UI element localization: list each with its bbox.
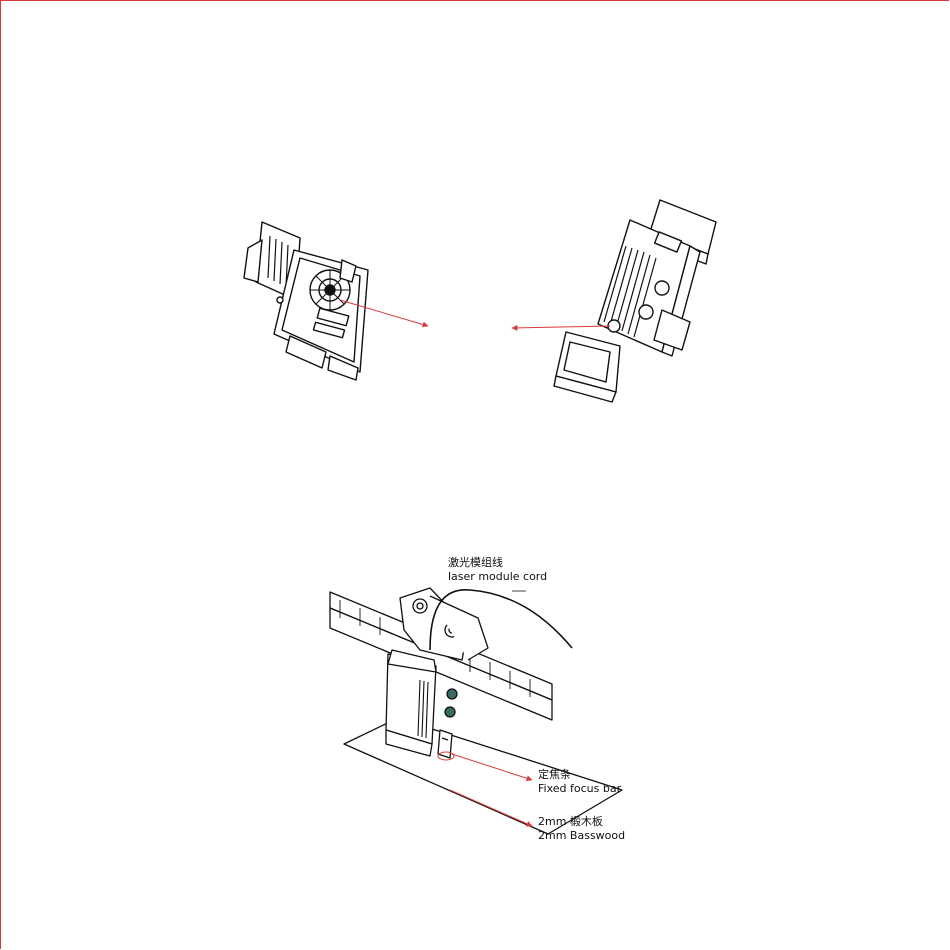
cord-label-en: laser module cord [448, 570, 547, 583]
insert-arrow-left [512, 326, 610, 328]
mount-bracket [244, 222, 368, 380]
basswood-label-en: 2mm Basswood [538, 829, 625, 842]
laser-module [598, 200, 716, 356]
installed-assembly [330, 588, 622, 834]
focus-bar-label-zh: 定焦条 [538, 768, 571, 781]
basswood-label-zh: 2mm 椴木板 [538, 815, 603, 828]
cord-label-zh: 激光模组线 [448, 556, 503, 569]
focus-bar-label-en: Fixed focus bar [538, 782, 621, 795]
lens-cover [554, 332, 620, 402]
